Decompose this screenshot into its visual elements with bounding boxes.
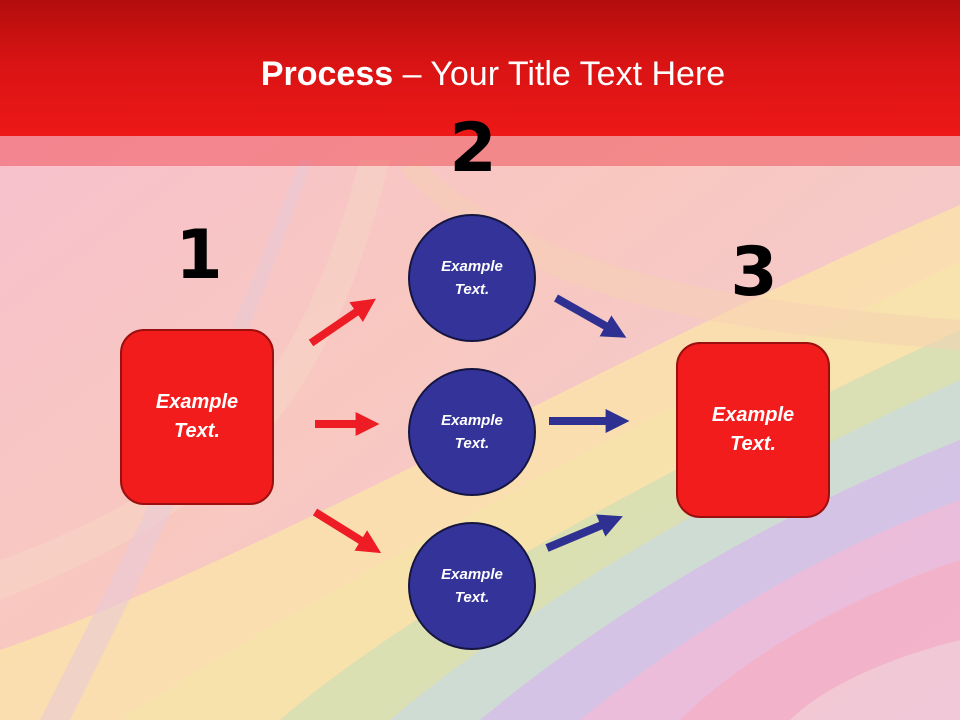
slide-title: Process – Your Title Text Here [0,52,960,96]
title-rest: – Your Title Text Here [393,55,726,93]
circle-node-top: Example Text. [408,214,536,342]
process-box-left: Example Text. [120,329,274,505]
step-number-3: 3 [730,233,778,312]
process-box-right: Example Text. [676,342,830,518]
process-box-right-text: Example Text. [711,404,795,455]
step-number-2: 2 [449,109,497,188]
circle-node-bottom: Example Text. [408,522,536,650]
arrow-blue-down [554,294,627,338]
title-strip [0,136,960,166]
circle-node-middle: Example Text. [408,368,536,496]
step-number-1: 1 [175,216,223,295]
arrow-red-up [308,298,376,347]
circle-node-middle-text: Example Text. [441,412,503,452]
arrow-blue-up [545,514,623,552]
circle-node-bottom-text: Example Text. [441,566,503,606]
title-bar [0,0,960,136]
process-box-left-text: Example Text. [155,391,239,442]
circle-node-top-text: Example Text. [441,258,503,298]
arrow-red-down [312,508,382,554]
title-bold: Process [260,55,394,93]
